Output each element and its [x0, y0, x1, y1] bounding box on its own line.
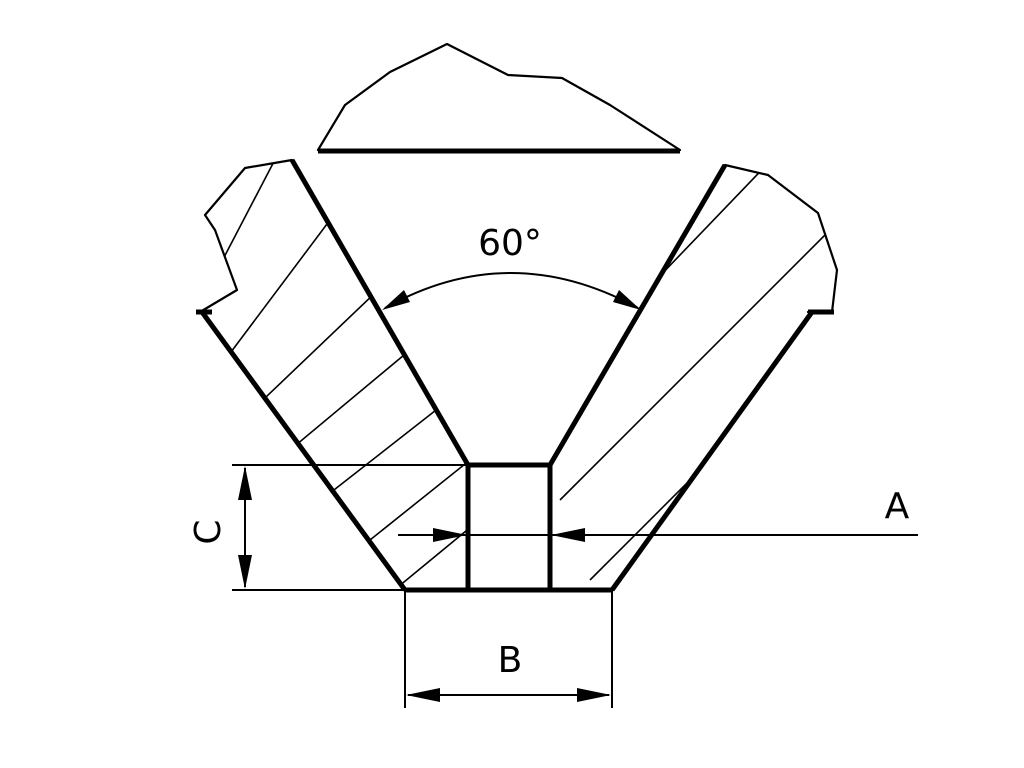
dim-b-arrow-left — [406, 688, 440, 702]
dim-b-arrow-right — [577, 688, 611, 702]
right-outer-bevel — [609, 310, 815, 592]
left-outer-bevel — [199, 310, 408, 592]
dim-c-arrow-bottom — [238, 555, 252, 589]
label-b: B — [498, 640, 523, 681]
angle-arrow-left — [382, 290, 410, 310]
dim-a-arrow-right — [551, 528, 585, 542]
top-break-line — [316, 42, 682, 152]
label-c: C — [188, 519, 229, 544]
right-groove-face — [547, 163, 728, 467]
dim-a-arrow-left — [433, 528, 467, 542]
angle-arrow-right — [613, 290, 641, 310]
label-a: A — [885, 486, 910, 527]
left-break-line — [198, 158, 294, 314]
left-groove-face — [289, 158, 471, 467]
dim-c-arrow-top — [238, 466, 252, 500]
angle-label: 60° — [478, 223, 542, 264]
angle-dimension-arc — [384, 272, 639, 309]
right-break-line — [723, 163, 839, 314]
